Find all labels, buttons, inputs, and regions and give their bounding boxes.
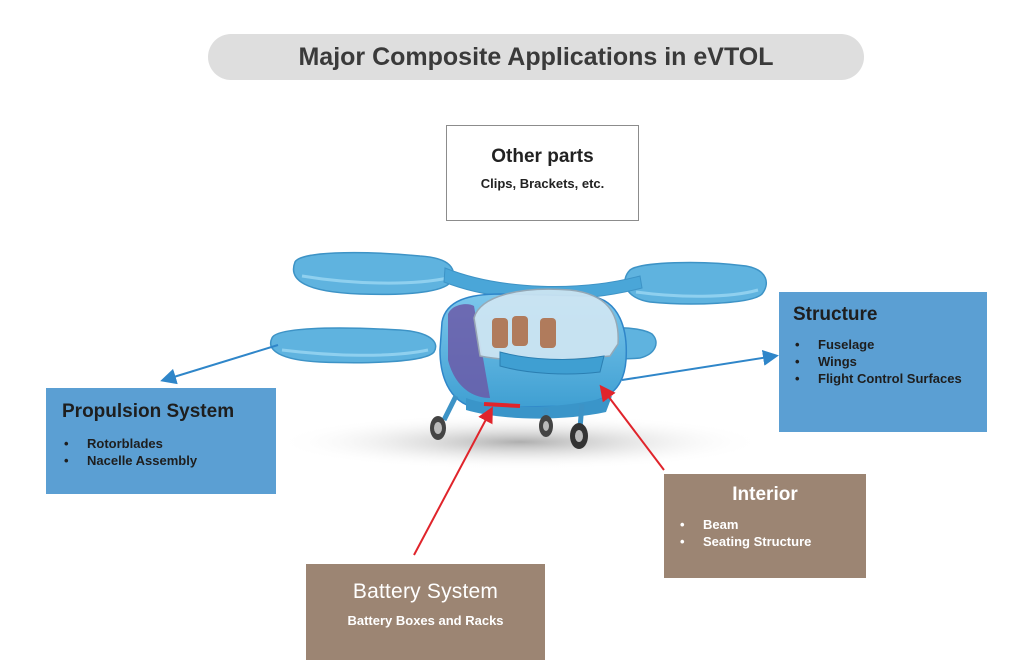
rear-rotor-right (624, 261, 768, 305)
arrow-interior (599, 384, 665, 471)
list-item: •Seating Structure (680, 534, 812, 549)
propulsion-box: Propulsion System •Rotorblades •Nacelle … (46, 388, 276, 494)
structure-heading: Structure (793, 304, 878, 325)
structure-list: •Fuselage •Wings •Flight Control Surface… (793, 336, 973, 387)
propulsion-heading: Propulsion System (62, 401, 235, 422)
list-item: •Flight Control Surfaces (795, 371, 962, 386)
structure-box: Structure •Fuselage •Wings •Flight Contr… (779, 292, 987, 432)
other-parts-heading: Other parts (491, 146, 594, 167)
rear-rotor-left (292, 251, 454, 296)
arrow-battery (413, 406, 493, 556)
interior-list: •Beam •Seating Structure (678, 516, 852, 550)
list-item: •Fuselage (795, 337, 875, 352)
battery-box: Battery System Battery Boxes and Racks (306, 564, 545, 660)
diagram-title: Major Composite Applications in eVTOL (208, 34, 864, 80)
list-item: •Nacelle Assembly (64, 453, 198, 468)
list-item: •Beam (680, 517, 739, 532)
interior-box: Interior •Beam •Seating Structure (664, 474, 866, 578)
ground-shadow (275, 414, 765, 470)
list-item: •Rotorblades (64, 436, 163, 451)
arrow-propulsion (160, 344, 279, 385)
other-parts-detail: Clips, Brackets, etc. (480, 176, 605, 191)
battery-highlight (483, 402, 521, 408)
battery-heading: Battery System (352, 580, 499, 603)
battery-detail: Battery Boxes and Racks (347, 613, 504, 628)
fuselage (439, 288, 628, 419)
front-rotor-left (270, 327, 437, 364)
interior-heading: Interior (732, 484, 798, 505)
other-parts-box: Other parts Clips, Brackets, etc. (446, 125, 639, 221)
propulsion-list: •Rotorblades •Nacelle Assembly (62, 435, 260, 469)
list-item: •Wings (795, 354, 857, 369)
arrow-structure (621, 349, 779, 381)
landing-gear (430, 394, 588, 449)
